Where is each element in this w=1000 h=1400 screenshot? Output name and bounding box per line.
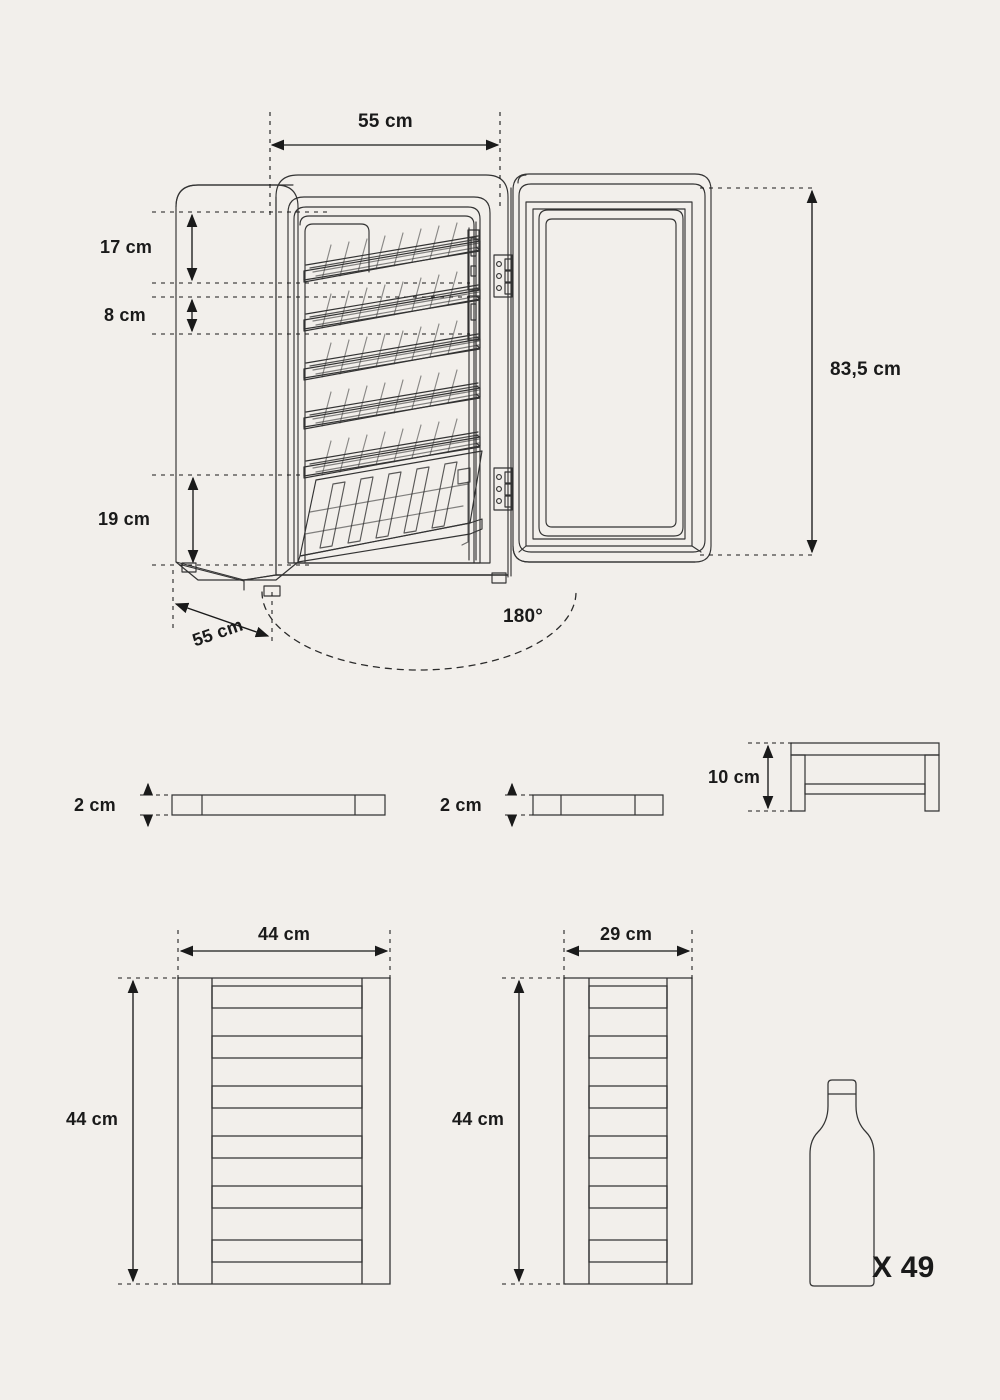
label-height-835: 83,5 cm [830, 359, 902, 380]
label-rack-height-10: 10 cm [708, 767, 761, 787]
label-shelf-thickness-narrow: 2 cm [440, 795, 482, 815]
wine-bottle-icon [809, 1079, 875, 1287]
shelf-plan-narrow-shape [563, 977, 693, 1285]
hinge-bottom [493, 467, 513, 511]
shelf-profile-wide-shape [171, 794, 386, 816]
label-door-swing: 180° [503, 606, 544, 627]
label-gap-19: 19 cm [98, 509, 151, 529]
shelf-plan-wide-shape [177, 977, 391, 1285]
shelf-profile-narrow-shape [532, 794, 664, 816]
door-panel [512, 173, 712, 563]
rack-frame-profile-shape [790, 742, 940, 812]
label-gap-17: 17 cm [100, 237, 153, 257]
label-plan-wide-width: 44 cm [258, 924, 311, 944]
label-bottle-capacity: X 49 [872, 1251, 935, 1284]
bottom-drawer [297, 450, 483, 563]
label-shelf-thickness-wide: 2 cm [74, 795, 116, 815]
control-panel [467, 229, 480, 341]
label-plan-wide-depth: 44 cm [66, 1109, 119, 1129]
label-plan-narrow-depth: 44 cm [452, 1109, 505, 1129]
dim-depth-55 [174, 602, 270, 638]
hinge-top [493, 254, 513, 298]
label-plan-narrow-width: 29 cm [600, 924, 653, 944]
door-swing-arc [261, 591, 577, 671]
label-width-top: 55 cm [358, 111, 413, 132]
label-gap-8: 8 cm [104, 305, 146, 325]
